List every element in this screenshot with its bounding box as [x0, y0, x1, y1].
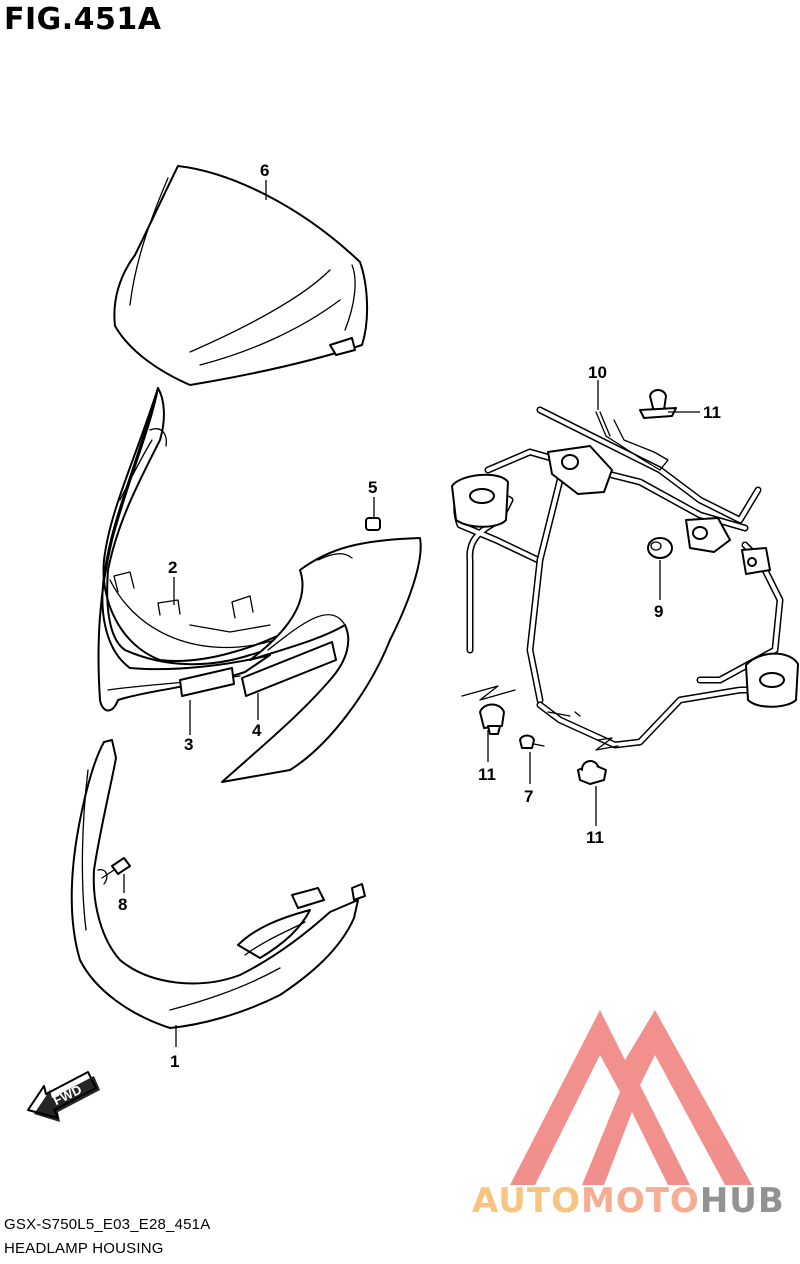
- part-visor-screen: [113, 165, 369, 386]
- part-bolt: [519, 734, 545, 749]
- part-clip-right: [577, 760, 607, 785]
- part-cushion: [365, 517, 381, 531]
- callout-11-upper: 11: [703, 403, 721, 422]
- fwd-arrow-icon: FWD: [27, 1071, 100, 1122]
- callout-10: 10: [588, 363, 607, 382]
- callout-7: 7: [524, 787, 533, 806]
- callout-11-right: 11: [586, 828, 604, 847]
- callout-9: 9: [654, 602, 663, 621]
- callout-6: 6: [260, 161, 269, 180]
- part-clamp: [595, 411, 669, 471]
- callouts: 1 2 3 4 5 6 7 8 9 10 11 11 11: [118, 161, 721, 1071]
- part-emblem-strip: [179, 641, 337, 697]
- part-front-cowl: [97, 387, 291, 712]
- callout-4: 4: [252, 721, 262, 740]
- callout-1: 1: [170, 1052, 179, 1071]
- leader-lines: [123, 180, 700, 1047]
- figure-title: FIG.451A: [4, 2, 162, 37]
- part-grommet: [647, 537, 673, 559]
- part-clip-upper: [639, 389, 677, 419]
- watermark-hub: HUB: [700, 1181, 785, 1221]
- footer-section-name: HEADLAMP HOUSING: [4, 1240, 164, 1257]
- callout-3: 3: [184, 735, 193, 754]
- callout-11-left: 11: [478, 765, 496, 784]
- part-clip-left: [479, 703, 505, 735]
- callout-5: 5: [368, 478, 377, 497]
- part-screw: [101, 857, 131, 879]
- watermark-logo: AUTOMOTOHUB: [472, 1010, 785, 1221]
- part-headlamp-bracket: [451, 406, 799, 751]
- svg-text:AUTOMOTOHUB: AUTOMOTOHUB: [472, 1181, 785, 1221]
- part-lower-cowl: [70, 739, 366, 1029]
- part-headlamp-housing-panel: [113, 537, 422, 783]
- footer-model-code: GSX-S750L5_E03_E28_451A: [4, 1216, 211, 1233]
- watermark-triangle-icon: [510, 1010, 752, 1185]
- watermark-moto: MOTO: [581, 1181, 700, 1221]
- callout-2: 2: [168, 558, 177, 577]
- callout-8: 8: [118, 895, 127, 914]
- watermark-auto: AUTO: [472, 1181, 581, 1221]
